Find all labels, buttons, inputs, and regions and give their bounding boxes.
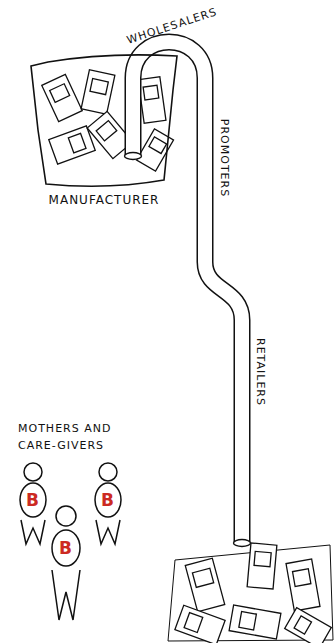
formula-pack bbox=[138, 77, 166, 124]
pack-outline bbox=[285, 608, 332, 643]
baby-letter: B bbox=[26, 490, 40, 510]
pack-outline bbox=[247, 543, 277, 589]
pack-outline bbox=[138, 77, 166, 124]
formula-pack bbox=[81, 70, 115, 115]
formula-pack bbox=[49, 126, 95, 164]
channel-label: RETAILERS bbox=[254, 338, 267, 406]
pack-outline bbox=[229, 605, 281, 639]
formula-pack bbox=[285, 608, 332, 643]
pack-outline bbox=[42, 74, 82, 121]
tube-outline bbox=[133, 42, 242, 542]
pack-outline bbox=[286, 559, 320, 611]
formula-pack bbox=[185, 558, 224, 612]
formula-pack bbox=[229, 605, 281, 639]
pack-label bbox=[68, 133, 86, 152]
bowl-outline bbox=[28, 50, 180, 210]
pack-outline bbox=[81, 70, 115, 115]
figure-legs bbox=[21, 520, 45, 544]
pack-outline bbox=[175, 605, 225, 643]
pack-label bbox=[239, 612, 257, 630]
pack-label bbox=[184, 613, 203, 633]
care-giver-group: MOTHERS AND CARE-GIVERS bbox=[14, 420, 146, 642]
tube-opening bbox=[234, 540, 251, 547]
pack-outline bbox=[185, 558, 224, 612]
pack-label bbox=[90, 79, 108, 95]
pack-label bbox=[192, 568, 213, 587]
manufacturer-bowl: MANUFACTURER bbox=[28, 50, 180, 210]
node-heading: MANUFACTURER bbox=[28, 192, 180, 209]
pack-label bbox=[254, 551, 271, 566]
figure-body bbox=[20, 483, 46, 517]
pack-label bbox=[96, 121, 117, 141]
formula-pack bbox=[286, 559, 320, 611]
formula-pack bbox=[247, 543, 277, 589]
formula-pack bbox=[42, 74, 82, 121]
channel-label: PROMOTERS bbox=[218, 119, 231, 197]
baby-letter: B bbox=[101, 490, 115, 510]
pack-label bbox=[293, 569, 311, 587]
pack-label bbox=[50, 84, 70, 103]
care-giver-figure bbox=[52, 506, 80, 620]
pack-label bbox=[143, 85, 159, 100]
pack-outline bbox=[49, 126, 95, 164]
care-giver-figures bbox=[14, 420, 146, 642]
bowl-products bbox=[42, 70, 174, 171]
care-giver-figure bbox=[20, 463, 46, 544]
figure-body bbox=[95, 483, 121, 517]
figure-head bbox=[99, 463, 117, 481]
group-heading: MOTHERS AND CARE-GIVERS bbox=[18, 420, 122, 454]
pack-label bbox=[149, 137, 167, 154]
product-pile bbox=[168, 543, 333, 643]
figure-head bbox=[24, 463, 42, 481]
figure-legs bbox=[52, 570, 80, 620]
care-giver-figure bbox=[95, 463, 121, 544]
pack-label bbox=[294, 616, 311, 634]
figure-head bbox=[56, 506, 76, 526]
supply-tube bbox=[125, 42, 251, 547]
figure-legs bbox=[96, 520, 120, 544]
bowl-outline bbox=[31, 55, 177, 186]
baby-letter: B bbox=[59, 538, 73, 558]
formula-pack bbox=[175, 605, 225, 643]
tube-opening bbox=[125, 153, 142, 160]
figure-body bbox=[52, 530, 80, 566]
tube-inside bbox=[133, 42, 242, 542]
